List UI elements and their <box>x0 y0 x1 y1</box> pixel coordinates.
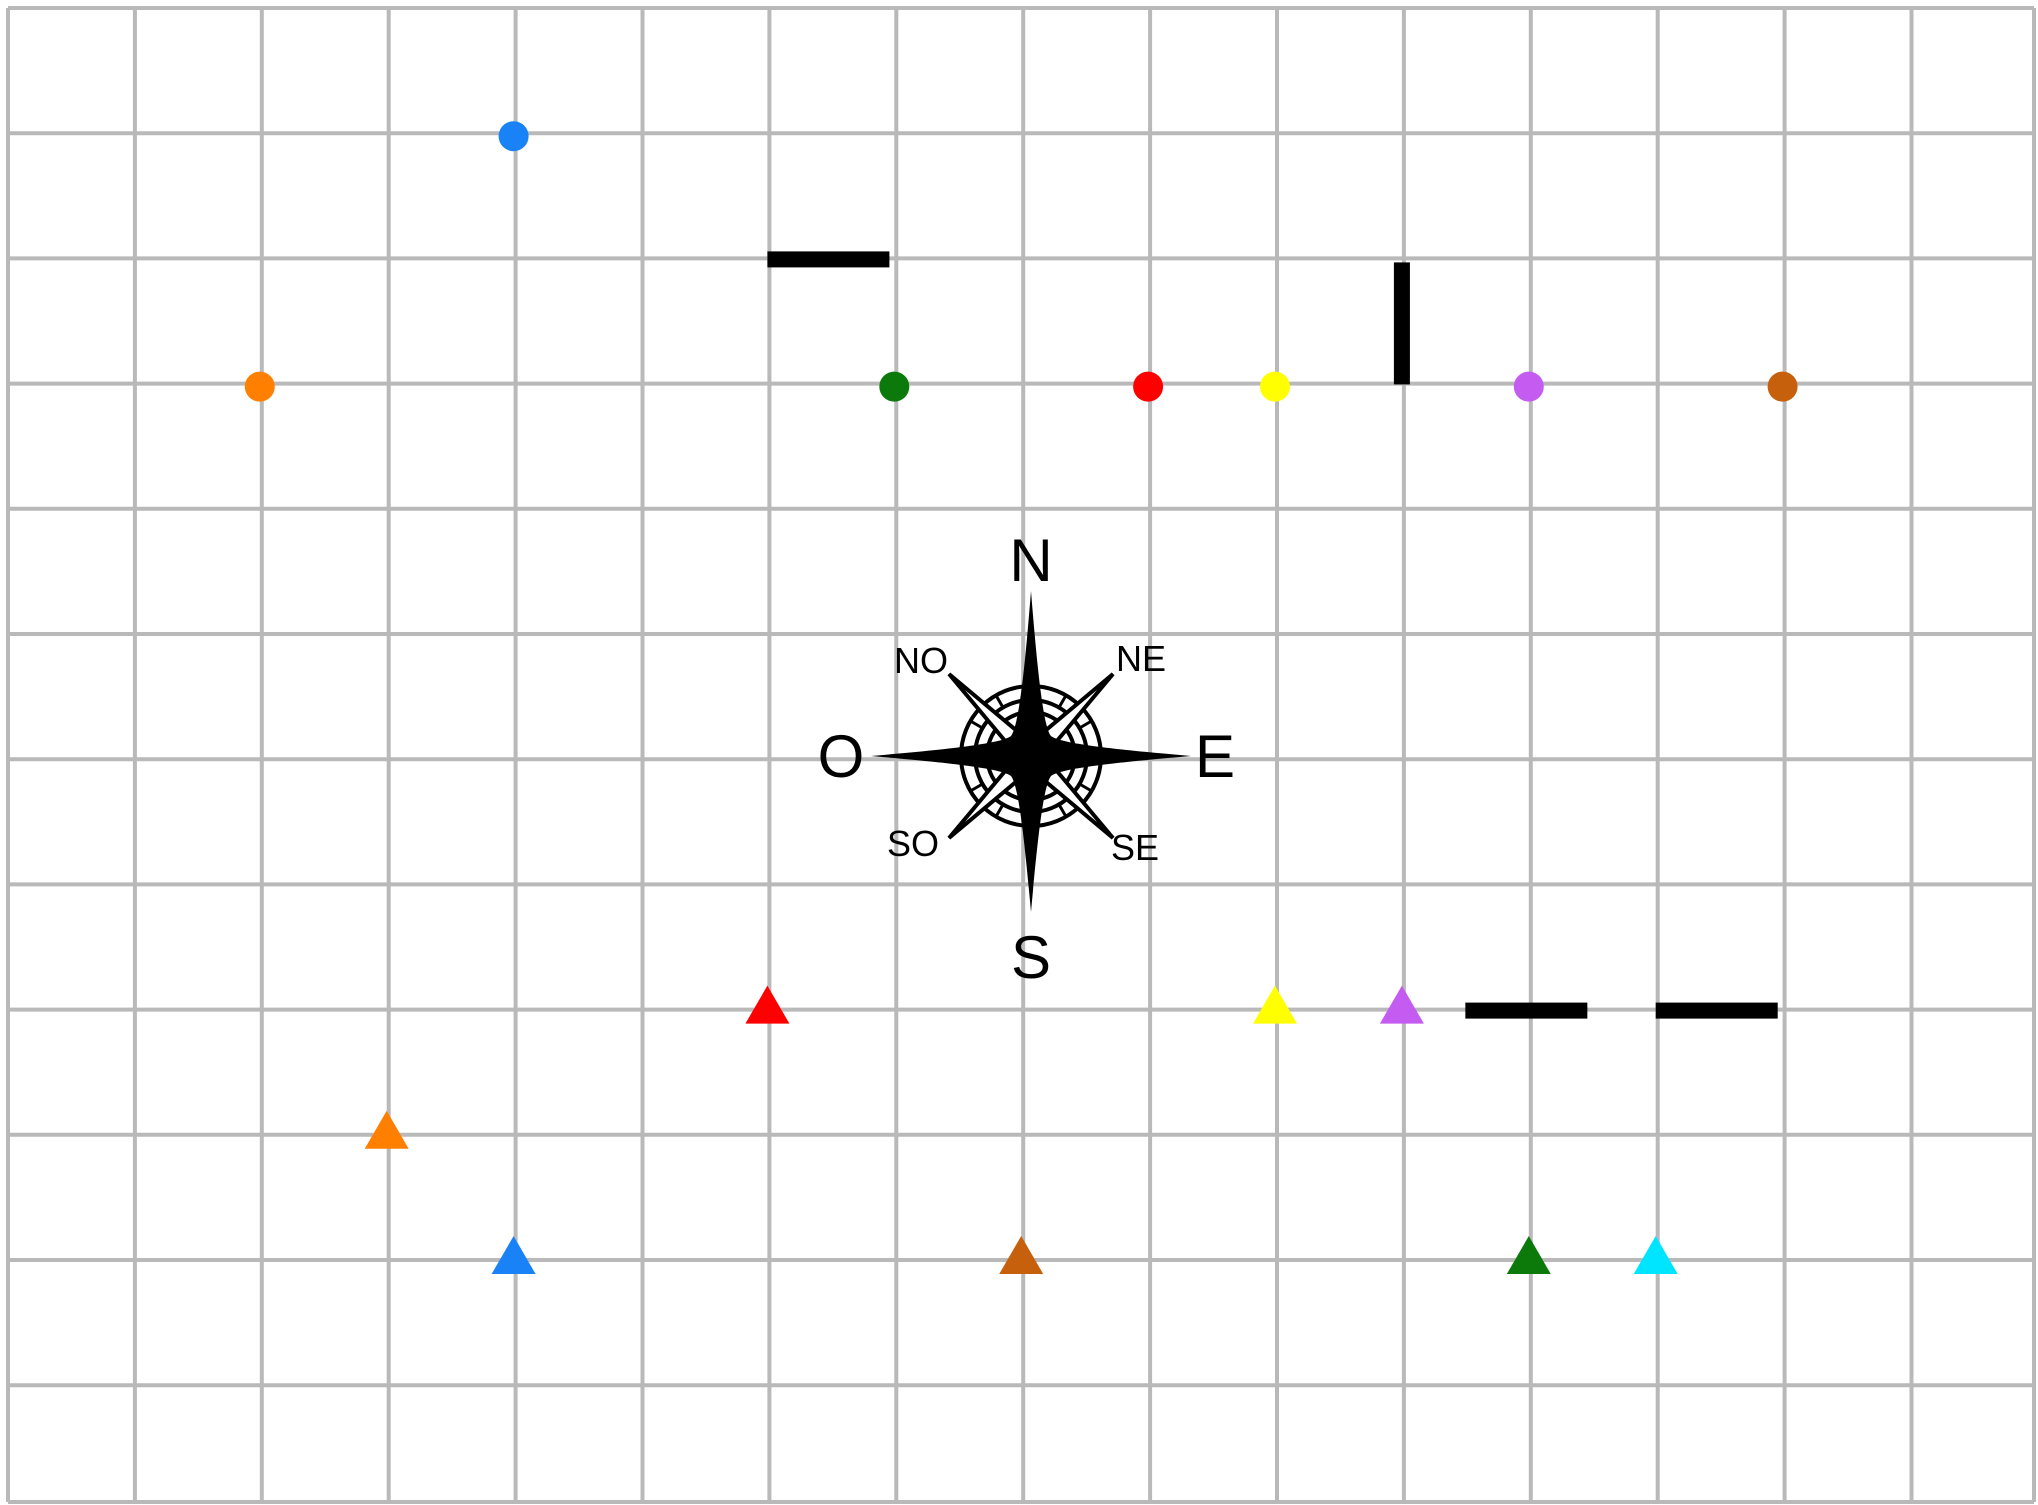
compass-label-northwest: NO <box>894 640 948 681</box>
compass-label-northeast: NE <box>1116 638 1166 679</box>
compass-label-west: O <box>818 723 865 790</box>
blue-triangle <box>492 1236 536 1274</box>
purple-circle <box>1514 372 1544 402</box>
wall-vertical-1 <box>1394 262 1410 384</box>
red-circle <box>1133 372 1163 402</box>
brown-triangle <box>999 1236 1043 1274</box>
green-triangle <box>1507 1236 1551 1274</box>
wall-horizontal-3 <box>1656 1003 1778 1019</box>
yellow-circle <box>1260 372 1290 402</box>
yellow-triangle <box>1253 986 1297 1024</box>
wall-horizontal-2 <box>1465 1003 1587 1019</box>
cyan-triangle <box>1634 1236 1678 1274</box>
blue-circle <box>499 121 529 151</box>
compass-label-north: N <box>1009 527 1052 594</box>
orange-circle <box>245 372 275 402</box>
red-triangle <box>745 986 789 1024</box>
compass-label-southeast: SE <box>1111 827 1159 868</box>
compass-label-east: E <box>1195 723 1235 790</box>
orange-triangle <box>365 1111 409 1149</box>
purple-triangle <box>1380 986 1424 1024</box>
wall-horizontal-1 <box>767 251 889 267</box>
compass-label-southwest: SO <box>887 823 939 864</box>
compass-label-south: S <box>1011 924 1051 991</box>
brown-circle <box>1768 372 1798 402</box>
green-circle <box>879 372 909 402</box>
